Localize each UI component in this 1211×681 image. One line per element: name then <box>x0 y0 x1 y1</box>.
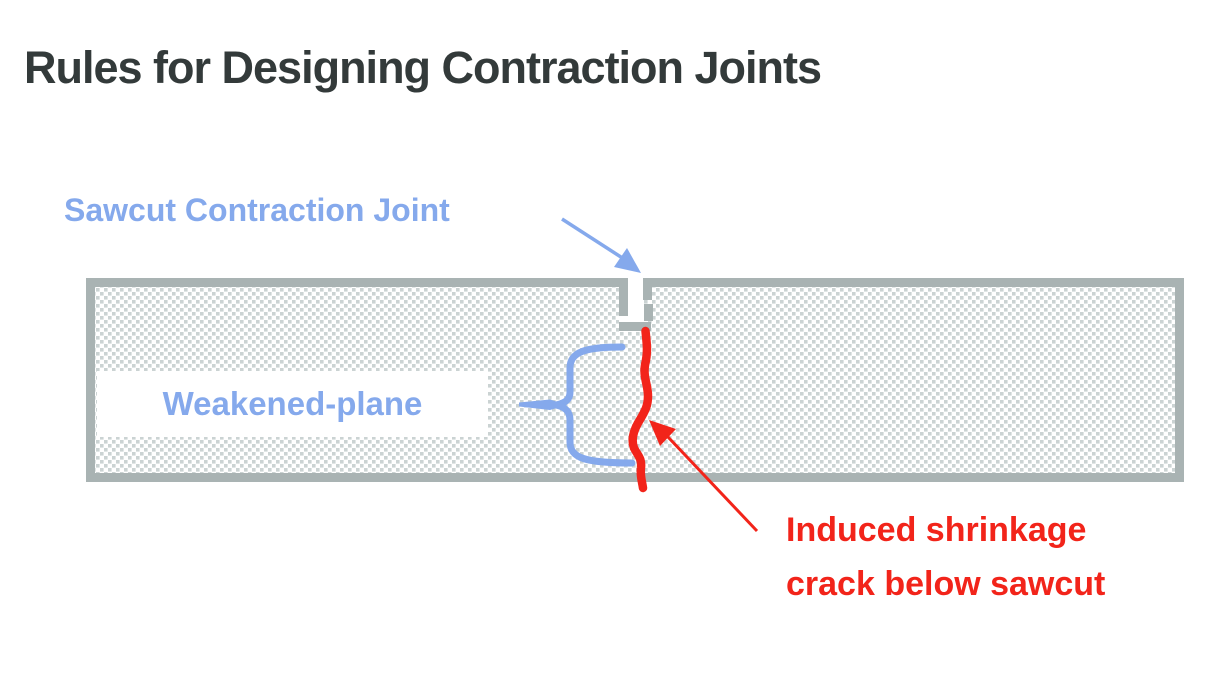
sawcut-pointer-arrow-icon <box>561 217 641 273</box>
sawcut-notch-right-wall-upper <box>643 278 652 300</box>
crack-pointer-arrow-icon <box>649 420 759 533</box>
induced-crack-label-line1: Induced shrinkage <box>786 511 1087 549</box>
sawcut-notch <box>619 272 653 332</box>
slide-title: Rules for Designing Contraction Joints <box>24 42 822 93</box>
weakened-plane-label: Weakened-plane <box>97 371 488 437</box>
induced-crack-label: Induced shrinkage crack below sawcut <box>786 503 1105 611</box>
sawcut-joint-label: Sawcut Contraction Joint <box>64 192 450 228</box>
weakened-plane-brace-icon <box>519 343 636 467</box>
sawcut-notch-right-wall-lower <box>644 304 653 321</box>
induced-crack-label-line2: crack below sawcut <box>786 565 1106 603</box>
sawcut-notch-left-wall <box>619 278 628 316</box>
sawcut-notch-bottom <box>619 322 651 331</box>
shrinkage-crack <box>628 326 653 493</box>
